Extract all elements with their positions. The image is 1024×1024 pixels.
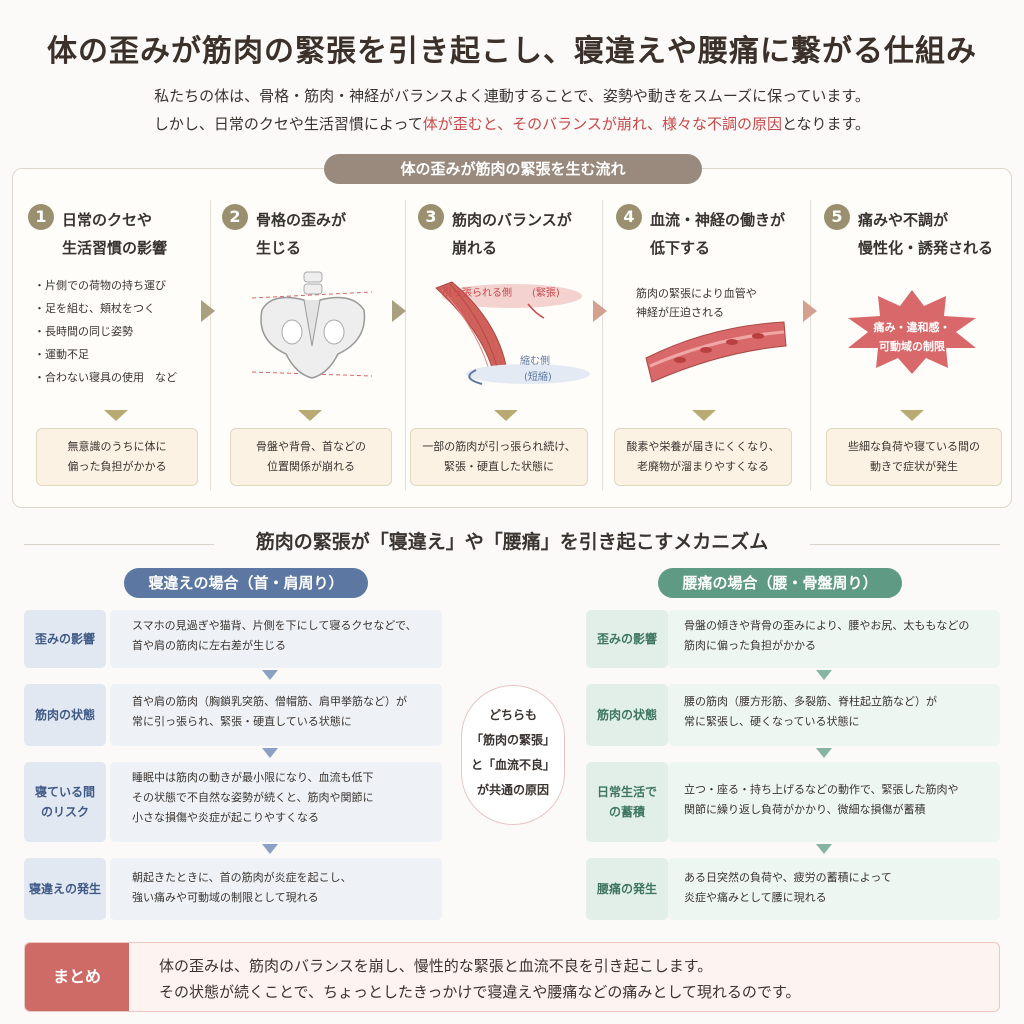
muscle-illustration-icon	[435, 281, 590, 385]
list-item: ・運動不足	[34, 348, 89, 361]
step-title: 痛みや不調が 慢性化・誘発される	[858, 211, 994, 257]
step-number-badge: 2	[222, 204, 248, 230]
page-title: 体の歪みが筋肉の緊張を引き起こし、寝違えや腰痛に繋がる仕組み	[47, 34, 977, 69]
list-item: ・長時間の同じ姿勢	[34, 325, 133, 338]
down-arrow-icon	[298, 410, 322, 421]
blood-vessel-icon	[645, 321, 787, 383]
down-arrow-icon	[816, 670, 832, 680]
flow-separator	[810, 200, 811, 490]
flow-arrow-icon	[803, 300, 817, 322]
common-cause-line: が共通の原因	[476, 783, 549, 797]
neck-case-heading: 寝違えの場合（首・肩周り）	[124, 568, 368, 598]
step-result: 些細な負荷や寝ている間の 動きで症状が発生	[826, 428, 1002, 486]
down-arrow-icon	[816, 844, 832, 854]
flow-arrow-icon	[201, 300, 215, 322]
contracted-label: 縮む側	[520, 356, 550, 367]
summary-panel: まとめ 体の歪みは、筋肉のバランスを崩し、慢性的な緊張と血流不良を引き起こします…	[24, 942, 1000, 1012]
step-title: 血流・神経の働きが 低下する	[650, 211, 786, 257]
divider	[810, 544, 1000, 545]
neck-row-label: 寝違えの発生	[24, 858, 106, 920]
flow-step-1: 1 日常のクセや 生活習慣の影響 ・片側での荷物の持ち運び ・足を組む、頬杖をつ…	[22, 192, 208, 492]
back-row-label: 歪みの影響	[586, 610, 668, 668]
step-result: 骨盤や背骨、首などの 位置関係が崩れる	[230, 428, 392, 486]
summary-line-2: その状態が続くことで、ちょっとしたきっかけで寝違えや腰痛などの痛みとして現れるの…	[159, 983, 801, 1001]
step-bullet-list: ・片側での荷物の持ち運び ・足を組む、頬杖をつく ・長時間の同じ姿勢 ・運動不足…	[34, 274, 214, 389]
step-result: 一部の筋肉が引っ張られ続け、 緊張・硬直した状態に	[410, 428, 588, 486]
down-arrow-icon	[262, 670, 278, 680]
summary-text: 体の歪みは、筋肉のバランスを崩し、慢性的な緊張と血流不良を引き起こします。 その…	[159, 953, 800, 1005]
list-item: ・合わない寝具の使用 など	[34, 371, 177, 384]
step-number-badge: 3	[418, 204, 444, 230]
common-cause-line: と「血流不良」	[470, 758, 555, 772]
back-row-body: 骨盤の傾きや背骨の歪みにより、腰やお尻、太ももなどの 筋肉に偏った負担がかかる	[668, 610, 1000, 668]
back-row-body: ある日突然の負荷や、疲労の蓄積によって 炎症や痛みとして腰に現れる	[668, 858, 1000, 920]
list-item: ・片側での荷物の持ち運び	[34, 279, 166, 292]
mechanism-heading: 筋肉の緊張が「寝違え」や「腰痛」を引き起こすメカニズム	[255, 531, 769, 553]
flow-arrow-icon	[392, 300, 406, 322]
intro-line-2-post: となります。	[782, 115, 871, 133]
step-note: 筋肉の緊張により血管や 神経が圧迫される	[636, 287, 757, 319]
down-arrow-icon	[104, 410, 128, 421]
stretched-tag: (緊張)	[532, 288, 560, 299]
down-arrow-icon	[692, 410, 716, 421]
intro-line-1: 私たちの体は、骨格・筋肉・神経がバランスよく連動することで、姿勢や動きをスムーズ…	[154, 87, 870, 105]
intro-text: 私たちの体は、骨格・筋肉・神経がバランスよく連動することで、姿勢や動きをスムーズ…	[0, 82, 1024, 138]
back-case-heading: 腰痛の場合（腰・骨盤周り）	[658, 568, 902, 598]
back-row-label: 日常生活で の蓄積	[586, 762, 668, 842]
flow-separator	[405, 200, 406, 490]
down-arrow-icon	[494, 410, 518, 421]
flow-step-5: 5 痛みや不調が 慢性化・誘発される 痛み・違和感・ 可動域の制限 些細な負荷や…	[818, 192, 1004, 492]
intro-line-2: しかし、日常のクセや生活習慣によって体が歪むと、そのバランスが崩れ、様々な不調の…	[0, 110, 1024, 138]
common-cause-badge: どちらも 「筋肉の緊張」 と「血流不良」 が共通の原因	[461, 685, 565, 825]
neck-row-label: 歪みの影響	[24, 610, 106, 668]
neck-row-body: 睡眠中は筋肉の動きが最小限になり、血流も低下 その状態で不自然な姿勢が続くと、筋…	[110, 762, 442, 842]
flow-separator	[210, 200, 211, 490]
flow-step-4: 4 血流・神経の働きが 低下する 筋肉の緊張により血管や 神経が圧迫される 酸素…	[610, 192, 796, 492]
step-title: 骨格の歪みが 生じる	[256, 211, 347, 257]
down-arrow-icon	[816, 748, 832, 758]
back-row-label: 腰痛の発生	[586, 858, 668, 920]
step-result: 無意識のうちに体に 偏った負担がかかる	[36, 428, 198, 486]
intro-line-2-pre: しかし、日常のクセや生活習慣によって	[153, 115, 423, 133]
down-arrow-icon	[900, 410, 924, 421]
common-cause-line: どちらも	[488, 708, 537, 722]
intro-line-2-highlight: 体が歪むと、そのバランスが崩れ、様々な不調の原因	[422, 115, 782, 133]
back-row-label: 筋肉の状態	[586, 684, 668, 746]
down-arrow-icon	[262, 748, 278, 758]
pain-burst-icon	[848, 290, 976, 374]
step-title: 日常のクセや 生活習慣の影響	[62, 211, 168, 257]
summary-label: まとめ	[25, 943, 129, 1011]
list-item: ・足を組む、頬杖をつく	[34, 302, 155, 315]
neck-row-body: スマホの見過ぎや猫背、片側を下にして寝るクセなどで、 首や肩の筋肉に左右差が生じ…	[110, 610, 442, 668]
stretched-label: 引っ張られる側	[442, 288, 512, 299]
flow-heading: 体の歪みが筋肉の緊張を生む流れ	[324, 154, 702, 184]
flow-separator	[602, 200, 603, 490]
summary-line-1: 体の歪みは、筋肉のバランスを崩し、慢性的な緊張と血流不良を引き起こします。	[159, 957, 713, 975]
burst-text: 痛み・違和感・ 可動域の制限	[873, 321, 951, 353]
flow-step-2: 2 骨格の歪みが 生じる 骨盤や背骨、首などの 位置関係が崩れる	[216, 192, 402, 492]
contracted-tag: (短縮)	[524, 372, 552, 383]
common-cause-line: 「筋肉の緊張」	[470, 733, 555, 747]
step-title: 筋肉のバランスが 崩れる	[452, 211, 572, 257]
step-number-badge: 5	[824, 204, 850, 230]
neck-row-body: 首や肩の筋肉（胸鎖乳突筋、僧帽筋、肩甲挙筋など）が 常に引っ張られ、緊張・硬直し…	[110, 684, 442, 746]
neck-row-body: 朝起きたときに、首の筋肉が炎症を起こし、 強い痛みや可動域の制限として現れる	[110, 858, 442, 920]
back-row-body: 腰の筋肉（腰方形筋、多裂筋、脊柱起立筋など）が 常に緊張し、硬くなっている状態に	[668, 684, 1000, 746]
flow-step-3: 3 筋肉のバランスが 崩れる 引っ張られる側 (緊張) 縮む側 (短縮) 一部の…	[410, 192, 598, 492]
step-number-badge: 1	[28, 204, 54, 230]
back-row-body: 立つ・座る・持ち上げるなどの動作で、緊張した筋肉や 関節に繰り返し負荷がかかり、…	[668, 762, 1000, 842]
down-arrow-icon	[262, 844, 278, 854]
neck-row-label: 寝ている間 のリスク	[24, 762, 106, 842]
pelvis-illustration-icon	[251, 271, 373, 379]
neck-row-label: 筋肉の状態	[24, 684, 106, 746]
flow-arrow-icon	[593, 300, 607, 322]
step-result: 酸素や栄養が届きにくくなり、 老廃物が溜まりやすくなる	[614, 428, 792, 486]
step-number-badge: 4	[616, 204, 642, 230]
divider	[24, 544, 214, 545]
